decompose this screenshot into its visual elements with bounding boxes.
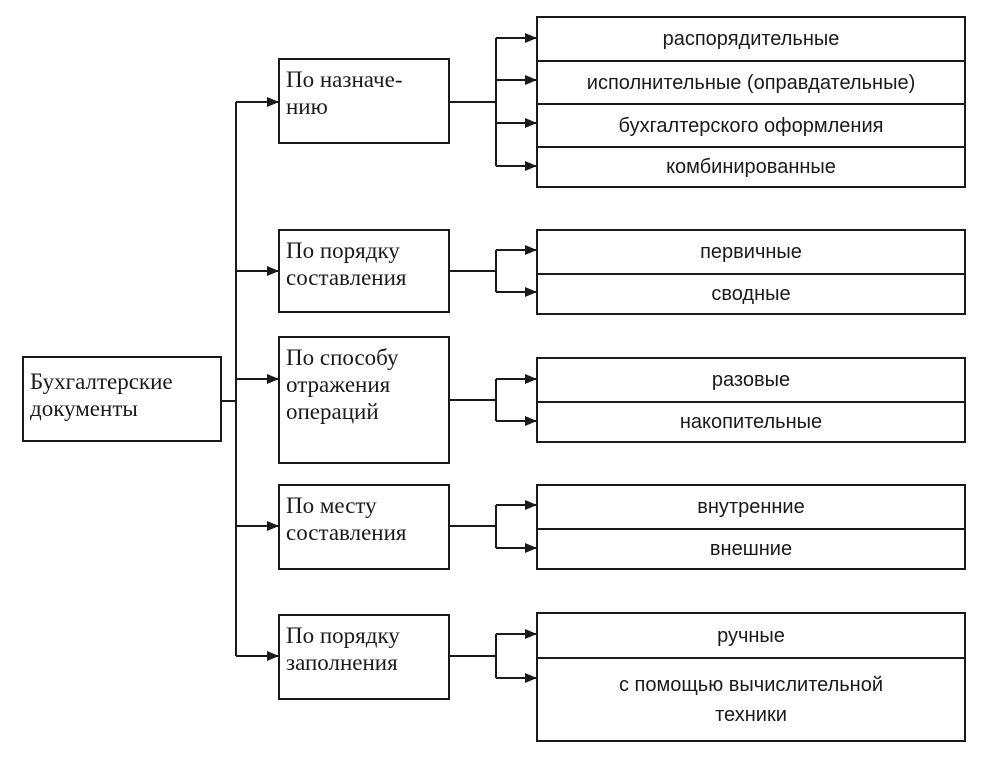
category-label: По порядку составления: [286, 238, 407, 290]
item-group-compilation-order: первичные сводные: [536, 229, 966, 315]
item-group-compilation-place: внутренние внешние: [536, 484, 966, 570]
item-computer-aided: с помощью вычислительной техники: [538, 657, 964, 740]
category-label: По назначе- нию: [286, 67, 403, 119]
item-internal: внутренние: [697, 496, 805, 518]
item-external: внешние: [538, 528, 964, 568]
item-combined: комбинированные: [538, 146, 964, 186]
item-administrative: распорядительные: [662, 28, 840, 50]
category-label: По способу отражения операций: [286, 345, 399, 424]
category-label: По порядку заполнения: [286, 623, 400, 675]
item-manual: ручные: [717, 624, 785, 647]
category-node-purpose: По назначе- нию: [278, 58, 450, 144]
root-label: Бухгалтерские документы: [30, 369, 173, 421]
item-group-filling-order: ручные с помощью вычислительной техники: [536, 612, 966, 742]
item-cumulative: накопительные: [538, 401, 964, 441]
category-node-compilation-place: По месту составления: [278, 484, 450, 570]
category-node-reflection-method: По способу отражения операций: [278, 336, 450, 464]
category-node-filling-order: По порядку заполнения: [278, 614, 450, 700]
item-accounting-registration: бухгалтерского оформления: [538, 103, 964, 146]
item-executive: исполнительные (оправдательные): [538, 60, 964, 103]
item-summary: сводные: [538, 273, 964, 313]
item-one-time: разовые: [711, 369, 791, 391]
item-group-purpose: распорядительные исполнительные (оправда…: [536, 16, 966, 188]
item-group-reflection-method: разовые накопительные: [536, 357, 966, 443]
category-label: По месту составления: [286, 493, 407, 545]
item-primary: первичные: [700, 241, 802, 263]
category-node-compilation-order: По порядку составления: [278, 229, 450, 313]
root-node: Бухгалтерские документы: [22, 356, 222, 442]
